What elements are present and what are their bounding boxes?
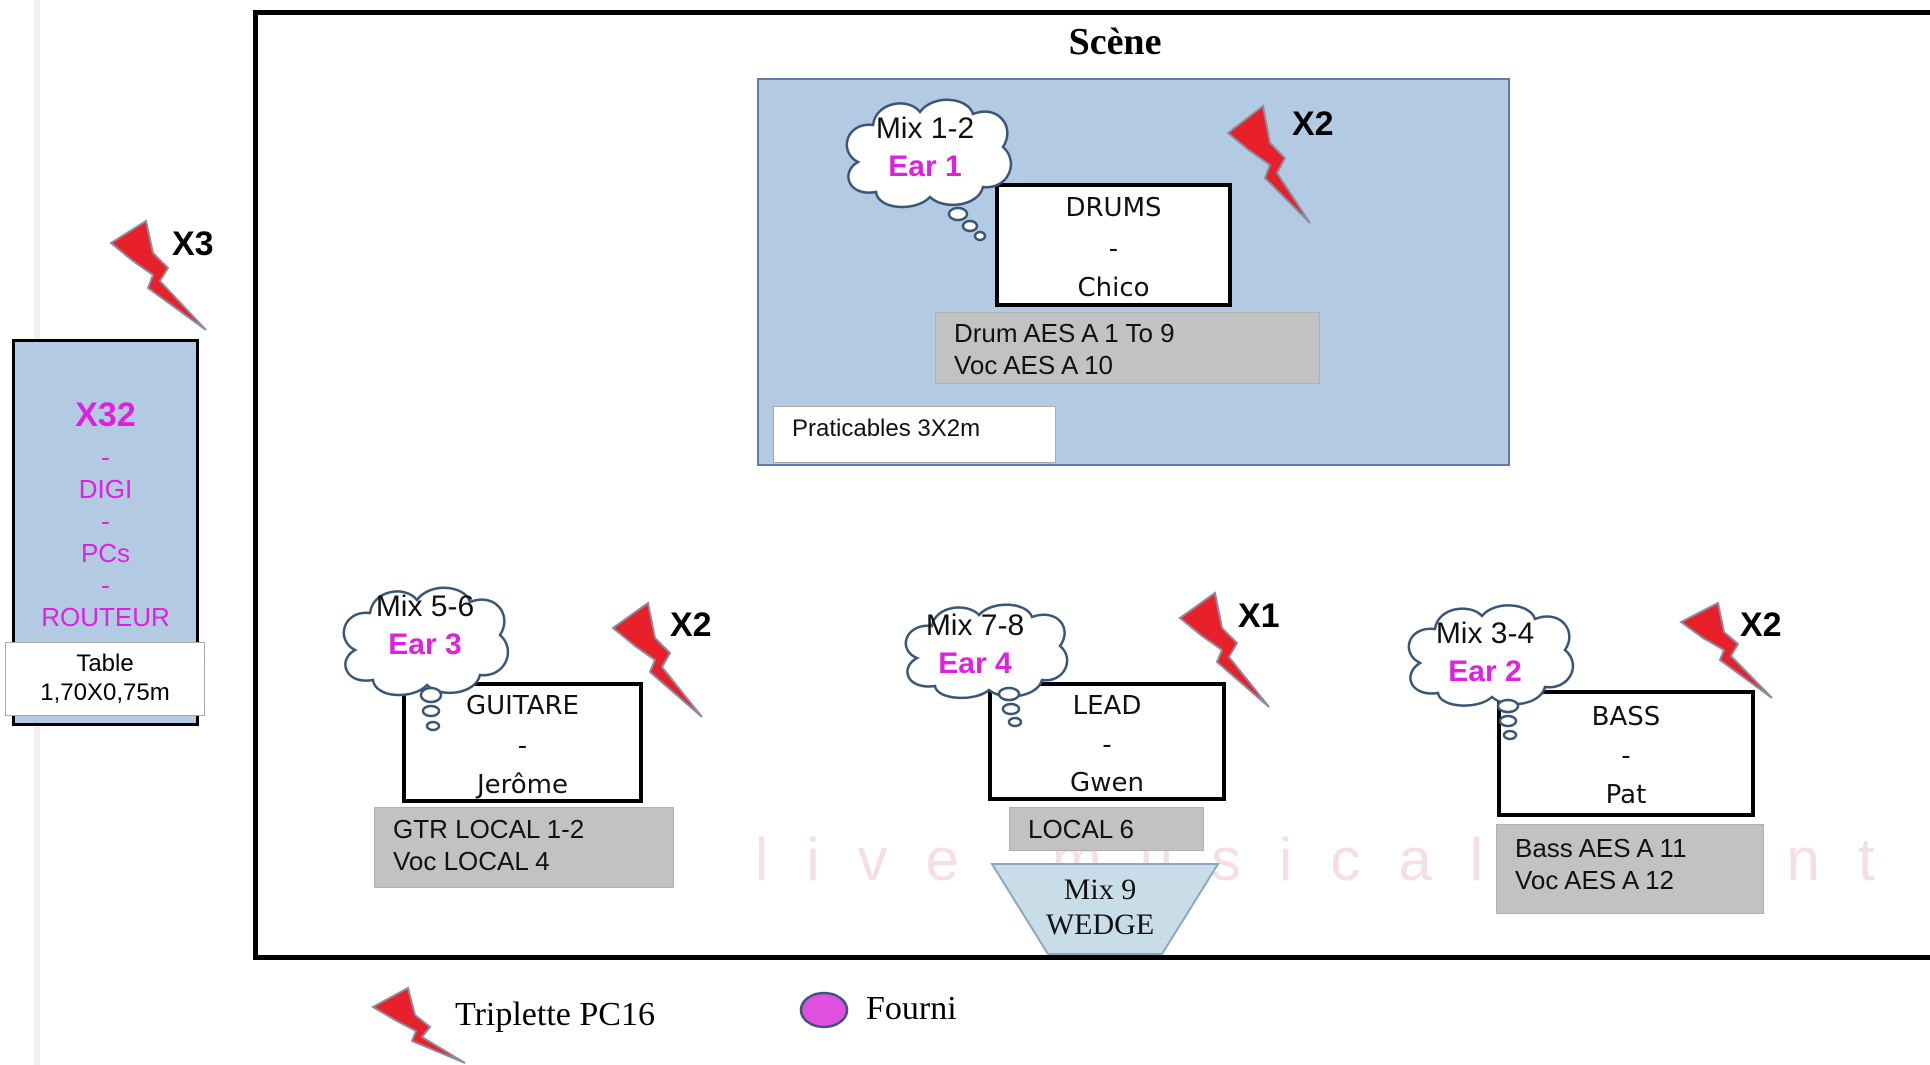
ear-label: Ear 4	[938, 647, 1012, 680]
power-bolt-icon	[109, 219, 207, 331]
mix-label: Mix 3-4	[1435, 617, 1535, 650]
power-count-bass: X2	[1740, 606, 1782, 644]
musician-role: LEAD	[1072, 691, 1142, 721]
wedge-label: Mix 9 WEDGE	[1020, 872, 1180, 942]
power-bolt-icon	[611, 601, 703, 718]
musician-role: BASS	[1591, 702, 1661, 732]
cloud-text-bass: Mix 3-4 Ear 2	[1410, 615, 1560, 691]
console-pcs-label: PCs	[80, 538, 131, 568]
musician-name: Jerôme	[476, 770, 568, 800]
input-info-line: GTR LOCAL 1-2	[393, 814, 585, 844]
stage-title: Scène	[1068, 21, 1162, 63]
musician-separator: -	[1108, 234, 1119, 264]
cloud-bubble-lead	[904, 603, 1069, 728]
legend-provided-label: Fourni	[866, 990, 957, 1027]
riser-label: Praticables 3X2m	[773, 406, 1056, 463]
cloud-text-lead: Mix 7-8 Ear 4	[900, 607, 1050, 683]
power-bolt-icon	[1178, 591, 1270, 708]
musician-name: Gwen	[1070, 768, 1144, 798]
legend-bolt-icon	[370, 986, 466, 1064]
console-separator: -	[101, 442, 110, 472]
mix-label: Mix 7-8	[925, 609, 1025, 642]
musician-role: DRUMS	[1065, 193, 1162, 223]
mix-label: Mix 5-6	[375, 590, 475, 623]
console-digi-label: DIGI	[78, 474, 133, 504]
musician-separator: -	[1102, 730, 1112, 760]
wedge-monitor	[990, 863, 1220, 955]
musician-box-bass: BASS - Pat	[1497, 690, 1755, 817]
musician-name: Chico	[1077, 273, 1150, 303]
musician-box-guitar: GUITARE - Jerôme	[402, 682, 643, 803]
input-info-line: Drum AES A 1 To 9	[954, 318, 1175, 348]
console-separator: -	[101, 506, 110, 536]
table-label-line1: Table	[76, 650, 134, 677]
cloud-bubble-bass	[1407, 604, 1575, 741]
power-count-lead: X1	[1238, 597, 1280, 635]
cloud-bubble-guitar	[342, 586, 510, 732]
cloud-bubble-drums	[845, 98, 1013, 242]
musician-separator: -	[517, 731, 528, 761]
mix-label: Mix 1-2	[875, 112, 975, 145]
input-info-line: Voc AES A 10	[954, 350, 1114, 380]
power-bolt-icon	[1226, 104, 1311, 224]
input-info-guitar: GTR LOCAL 1-2 Voc LOCAL 4	[374, 807, 674, 888]
wedge-type-label: WEDGE	[1045, 908, 1155, 941]
input-info-bass: Bass AES A 11 Voc AES A 12	[1496, 824, 1764, 914]
power-count-guitar: X2	[670, 606, 712, 644]
wedge-mix-label: Mix 9	[1063, 873, 1137, 906]
legend-provided-circle-icon	[799, 991, 849, 1029]
ear-label: Ear 3	[388, 628, 462, 661]
musician-name: Pat	[1605, 780, 1647, 810]
input-info-lead: LOCAL 6	[1009, 807, 1204, 851]
power-count-console: X3	[172, 225, 214, 263]
input-info-drums: Drum AES A 1 To 9 Voc AES A 10	[935, 312, 1320, 384]
cloud-text-guitar: Mix 5-6 Ear 3	[350, 588, 500, 664]
ear-label: Ear 1	[888, 150, 962, 183]
musician-box-lead: LEAD - Gwen	[988, 682, 1226, 801]
musician-box-drums: DRUMS - Chico	[995, 183, 1232, 307]
input-info-line: Voc LOCAL 4	[393, 846, 550, 876]
table-label: Table 1,70X0,75m	[5, 642, 205, 716]
power-bolt-icon	[1679, 601, 1773, 699]
musician-role: GUITARE	[466, 691, 579, 721]
power-count-drums: X2	[1292, 105, 1334, 143]
input-info-line: Voc AES A 12	[1515, 865, 1675, 895]
input-info-line: Bass AES A 11	[1515, 833, 1687, 863]
console-mixer-label: X32	[75, 396, 136, 434]
cloud-text-drums: Mix 1-2 Ear 1	[850, 110, 1000, 186]
console-separator: -	[101, 570, 110, 600]
legend-power-label: Triplette PC16	[455, 996, 655, 1033]
input-info-line: LOCAL 6	[1028, 814, 1134, 844]
table-label-line2: 1,70X0,75m	[40, 679, 170, 706]
console-router-label: ROUTEUR	[41, 602, 170, 632]
musician-separator: -	[1621, 741, 1631, 771]
ear-label: Ear 2	[1448, 655, 1522, 688]
